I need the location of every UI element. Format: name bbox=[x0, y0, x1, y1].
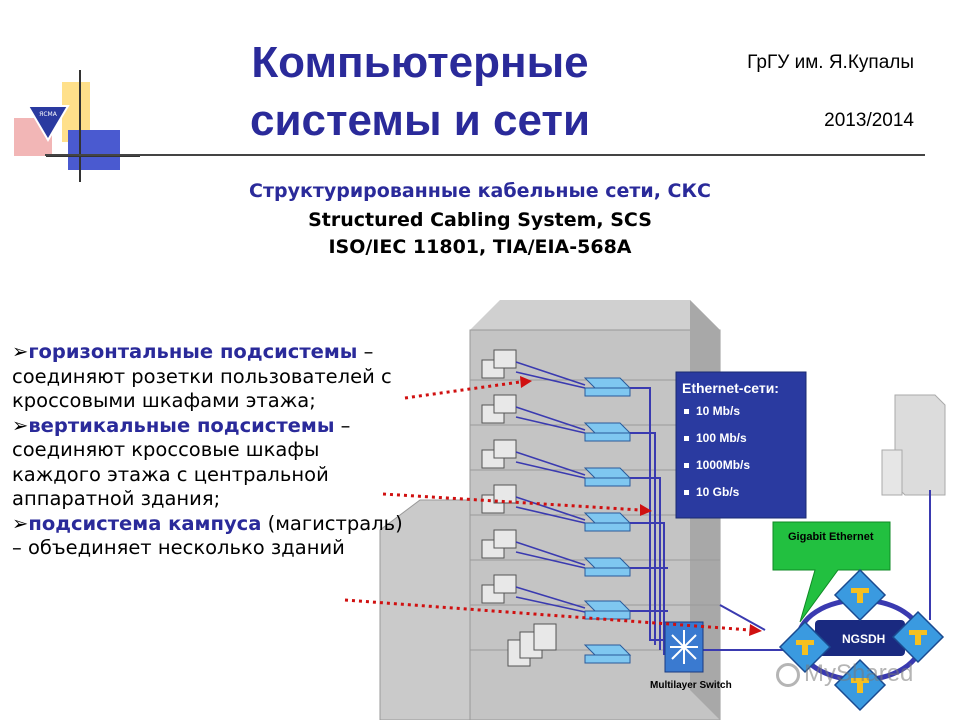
ngsdh-label: NGSDH bbox=[842, 632, 885, 646]
horizontal-cables bbox=[515, 361, 586, 613]
watermark: MyShared bbox=[776, 660, 913, 688]
subtitle-ru: Структурированные кабельные сети, СКС bbox=[249, 180, 711, 202]
course-logo: ЯСМА bbox=[10, 70, 140, 190]
ethernet-speed-item: 10 Gb/s bbox=[696, 485, 740, 499]
campus-building bbox=[881, 394, 946, 496]
logo-text: ЯСМА bbox=[39, 111, 58, 118]
subtitle-en: Structured Cabling System, SCS bbox=[308, 209, 652, 231]
list-item-desc: – соединяют розетки пользователей с крос… bbox=[12, 340, 392, 412]
organization-name: ГрГУ им. Я.Купалы bbox=[747, 52, 914, 73]
gigabit-label: Gigabit Ethernet bbox=[788, 531, 874, 543]
list-item-desc: (магистраль) – объединяет несколько здан… bbox=[12, 511, 403, 560]
list-item-term: вертикальные подсистемы bbox=[28, 413, 335, 437]
academic-year: 2013/2014 bbox=[824, 110, 914, 131]
list-item-term: подсистема кампуса bbox=[28, 511, 262, 535]
list-item: ➢вертикальные подсистемы – соединяют кро… bbox=[12, 414, 412, 512]
floor-switches bbox=[583, 377, 632, 664]
title-underline bbox=[45, 154, 925, 156]
bullet-arrow-icon: ➢ bbox=[12, 413, 29, 437]
subsystem-list: ➢горизонтальные подсистемы – соединяют р… bbox=[12, 340, 412, 561]
list-item-desc: – соединяют кроссовые шкафы каждого этаж… bbox=[12, 413, 351, 511]
subtitle-standards: ISO/IEC 11801, TIA/EIA-568A bbox=[328, 236, 632, 258]
gigabit-callout: Gigabit Ethernet bbox=[772, 521, 891, 623]
ethernet-speed-item: 100 Mb/s bbox=[696, 431, 747, 445]
arrow-heads bbox=[520, 376, 762, 636]
bullet-arrow-icon: ➢ bbox=[12, 511, 29, 535]
bullet-arrow-icon: ➢ bbox=[12, 340, 29, 363]
multilayer-switch: Multilayer Switch bbox=[650, 621, 732, 691]
multilayer-switch-label: Multilayer Switch bbox=[650, 680, 732, 691]
list-item: ➢горизонтальные подсистемы – соединяют р… bbox=[12, 340, 412, 414]
pointer-arrows bbox=[344, 380, 751, 632]
user-workstations bbox=[481, 349, 557, 667]
ethernet-title: Ethernet-сети: bbox=[682, 380, 779, 396]
list-item-term: горизонтальные подсистемы bbox=[28, 340, 358, 363]
watermark-text: MyShared bbox=[804, 660, 914, 687]
list-item: ➢подсистема кампуса (магистраль) – объед… bbox=[12, 512, 412, 561]
ethernet-panel: Ethernet-сети: 10 Mb/s 100 Mb/s 1000Mb/s… bbox=[675, 371, 807, 519]
ethernet-speed-item: 10 Mb/s bbox=[696, 404, 740, 418]
page-title-line1: Компьютерные bbox=[251, 38, 589, 87]
vertical-cables bbox=[630, 387, 931, 655]
page-title-line2: системы и сети bbox=[249, 96, 590, 145]
ethernet-speed-item: 1000Mb/s bbox=[696, 458, 750, 472]
ngsdh-ring: NGSDH bbox=[778, 568, 945, 712]
watermark-logo-icon bbox=[776, 662, 800, 687]
